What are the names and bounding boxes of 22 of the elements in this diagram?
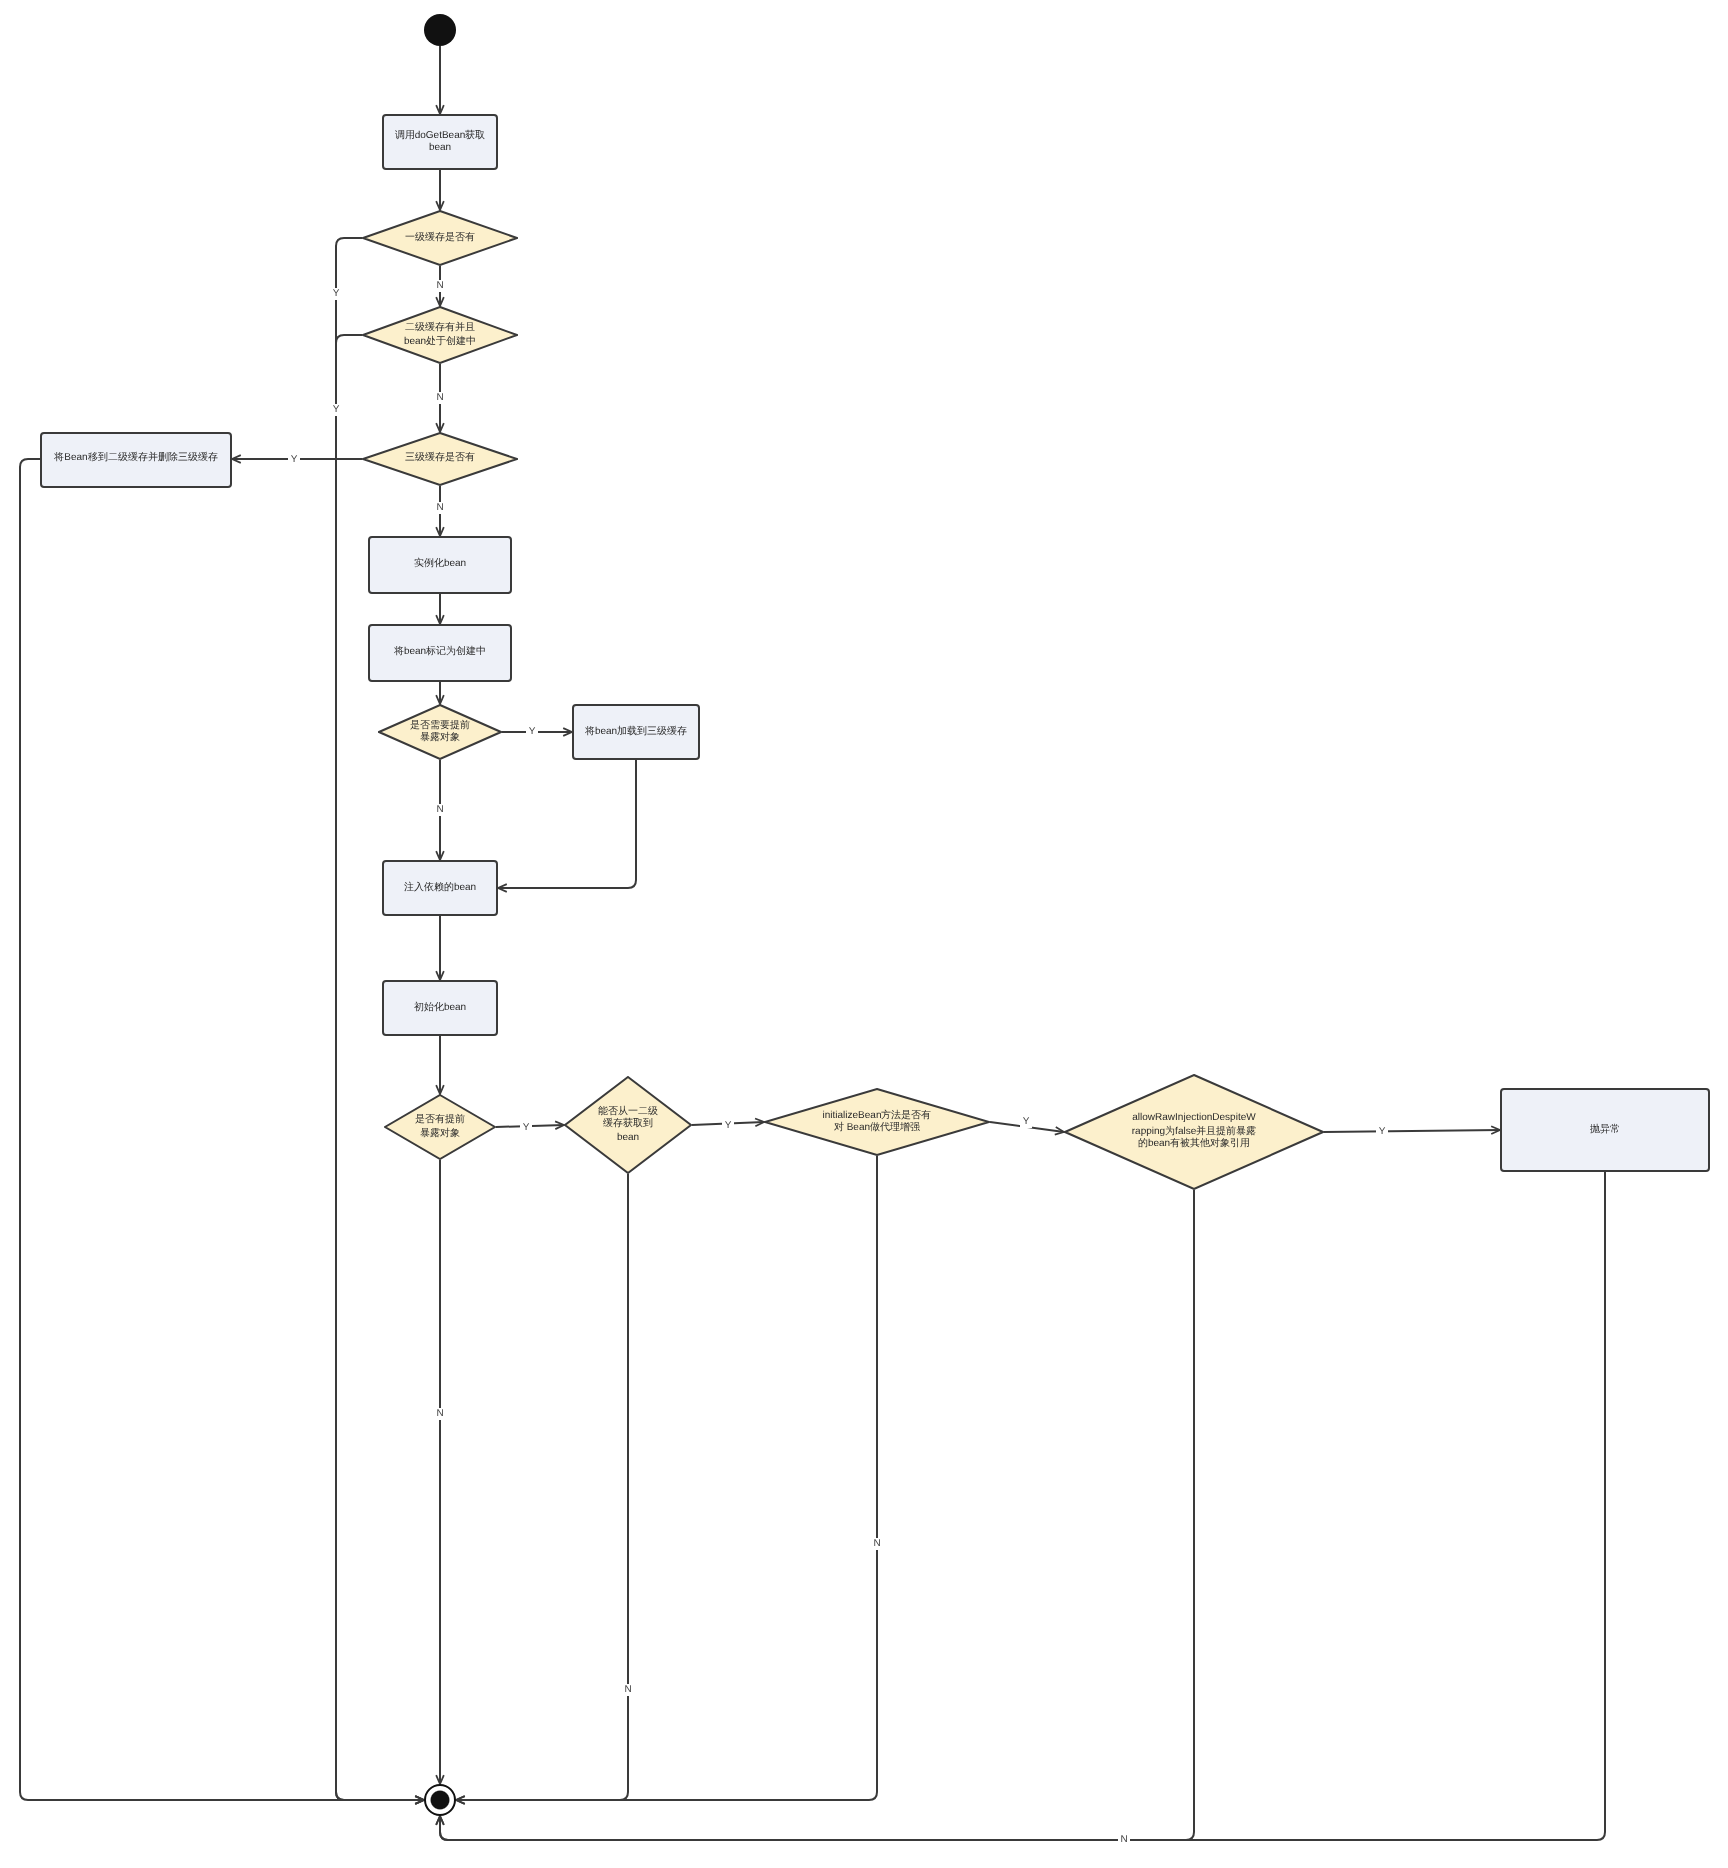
- end-node: [424, 1784, 456, 1816]
- arrow: [435, 1171, 1606, 1841]
- arrow: [691, 1117, 765, 1128]
- arrow: [435, 169, 445, 211]
- arrow: [435, 915, 445, 981]
- arrow: [501, 727, 573, 737]
- arrow: [1323, 1125, 1501, 1135]
- arrow: [435, 1035, 445, 1095]
- arrow: [455, 1155, 878, 1805]
- arrow: [435, 593, 445, 625]
- arrow: [435, 485, 445, 537]
- arrow: [497, 759, 637, 893]
- arrow: [435, 45, 445, 115]
- arrow: [231, 454, 363, 464]
- arrow: [435, 759, 445, 861]
- arrow: [989, 1121, 1065, 1136]
- arrow: [435, 363, 445, 433]
- arrow: [435, 681, 445, 705]
- start-node: [424, 14, 456, 46]
- arrow: [19, 458, 425, 1805]
- arrow: [495, 1120, 565, 1130]
- arrow: [435, 1159, 445, 1785]
